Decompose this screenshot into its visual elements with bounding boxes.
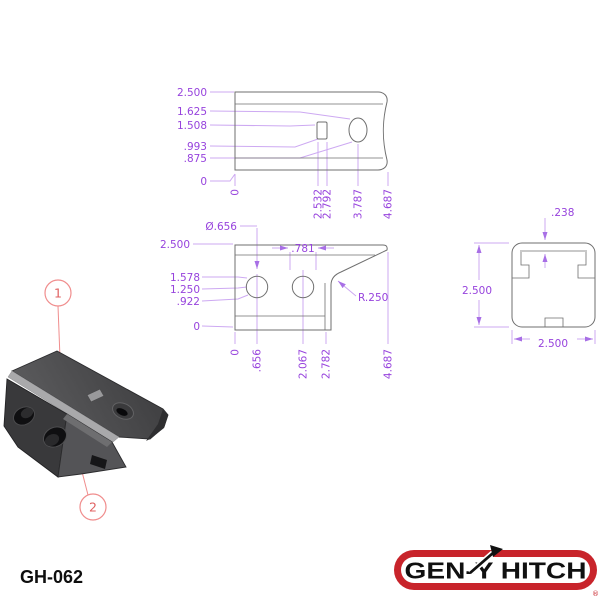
front-view-leader-1578 bbox=[202, 276, 248, 279]
dim-label: Ø.656 bbox=[205, 221, 237, 233]
top-view-slot bbox=[316, 121, 328, 140]
dim-label: .922 bbox=[177, 296, 200, 308]
dim-label: R.250 bbox=[358, 292, 388, 304]
front-view: Ø.656 .781 2.500 1.578 1.250 .922 0 R.25… bbox=[160, 221, 395, 379]
iso-top-oval-slot bbox=[116, 408, 128, 416]
dim-label: 0 bbox=[230, 189, 242, 196]
iso-side-face bbox=[3, 378, 68, 478]
side-view-outline bbox=[511, 242, 596, 328]
dim-label: .656 bbox=[252, 349, 264, 373]
iso-lower-notch bbox=[90, 455, 107, 469]
front-view-hole-right bbox=[291, 275, 315, 299]
dim-label: .238 bbox=[551, 207, 574, 219]
dim-label: .781 bbox=[291, 243, 314, 255]
top-view-leader-0 bbox=[210, 173, 236, 182]
side-view: .238 2.500 2.500 bbox=[462, 207, 596, 350]
dim-label: 1.625 bbox=[177, 106, 207, 118]
top-view-leader-875 bbox=[210, 141, 353, 159]
registered-mark: ® bbox=[592, 590, 599, 598]
dim-label: 4.687 bbox=[383, 189, 395, 219]
balloon-1 bbox=[44, 279, 72, 307]
top-view-leader-993 bbox=[209, 138, 319, 148]
top-view-leader-1508 bbox=[209, 124, 316, 127]
logo-arrow-shaft bbox=[469, 551, 494, 575]
front-view-arrow-r250 bbox=[337, 280, 357, 297]
dim-label: 2.500 bbox=[177, 87, 207, 99]
iso-top-slot bbox=[86, 388, 105, 403]
top-view-oval-hole bbox=[348, 117, 368, 143]
logo-arrow-head bbox=[490, 545, 503, 557]
front-view-leader-0 bbox=[201, 325, 234, 328]
dim-label: 1.250 bbox=[170, 284, 200, 296]
dim-label: 3.787 bbox=[353, 189, 365, 219]
side-view-right-wall bbox=[577, 252, 595, 279]
side-view-left-wall bbox=[512, 252, 530, 279]
dim-label: 0 bbox=[230, 349, 242, 356]
brand-logo: GEN-Y HITCH ® bbox=[394, 545, 599, 598]
dim-label: 4.687 bbox=[383, 349, 395, 379]
top-view-leader-1625 bbox=[209, 110, 351, 120]
balloon-2-number: 2 bbox=[89, 500, 97, 515]
logo-inner-panel bbox=[401, 557, 590, 583]
part-number: GH-062 bbox=[20, 567, 83, 587]
iso-hole-2-inner bbox=[44, 434, 60, 446]
front-view-outline bbox=[234, 244, 388, 331]
dim-label: 2.782 bbox=[321, 349, 333, 379]
front-view-leader-1250 bbox=[201, 286, 248, 290]
front-view-leader-922 bbox=[201, 294, 249, 302]
logo-wordmark: GEN-Y HITCH bbox=[405, 558, 587, 584]
title-block: GH-062 GEN-Y HITCH ® bbox=[20, 545, 599, 598]
top-view-outline bbox=[234, 91, 388, 171]
dim-label: 2.500 bbox=[160, 239, 190, 251]
balloon-2 bbox=[79, 493, 107, 521]
dim-label: .993 bbox=[184, 141, 207, 153]
dim-label: 0 bbox=[193, 321, 200, 333]
dim-label: 2.792 bbox=[322, 189, 334, 219]
front-view-hole-left bbox=[245, 275, 269, 299]
balloon-1-leader bbox=[57, 305, 61, 359]
dim-label: 0 bbox=[200, 176, 207, 188]
iso-curl-edge bbox=[146, 409, 168, 441]
dim-label: .875 bbox=[184, 153, 207, 165]
side-view-bottom-notch bbox=[544, 317, 564, 327]
top-view: 2.500 1.625 1.508 .993 .875 0 0 2.532 2.… bbox=[177, 87, 395, 219]
dim-label: 1.578 bbox=[170, 272, 200, 284]
iso-view: 1 2 bbox=[3, 279, 169, 521]
dim-label: 2.500 bbox=[538, 338, 568, 350]
dim-label: 1.508 bbox=[177, 120, 207, 132]
dim-label: 2.500 bbox=[462, 285, 492, 297]
dim-label: 2.532 bbox=[313, 189, 325, 219]
iso-hole-1-inner bbox=[20, 407, 34, 419]
dim-label: 2.067 bbox=[298, 349, 310, 379]
iso-lower-block-bevel bbox=[63, 414, 112, 447]
balloon-1-number: 1 bbox=[54, 286, 62, 301]
